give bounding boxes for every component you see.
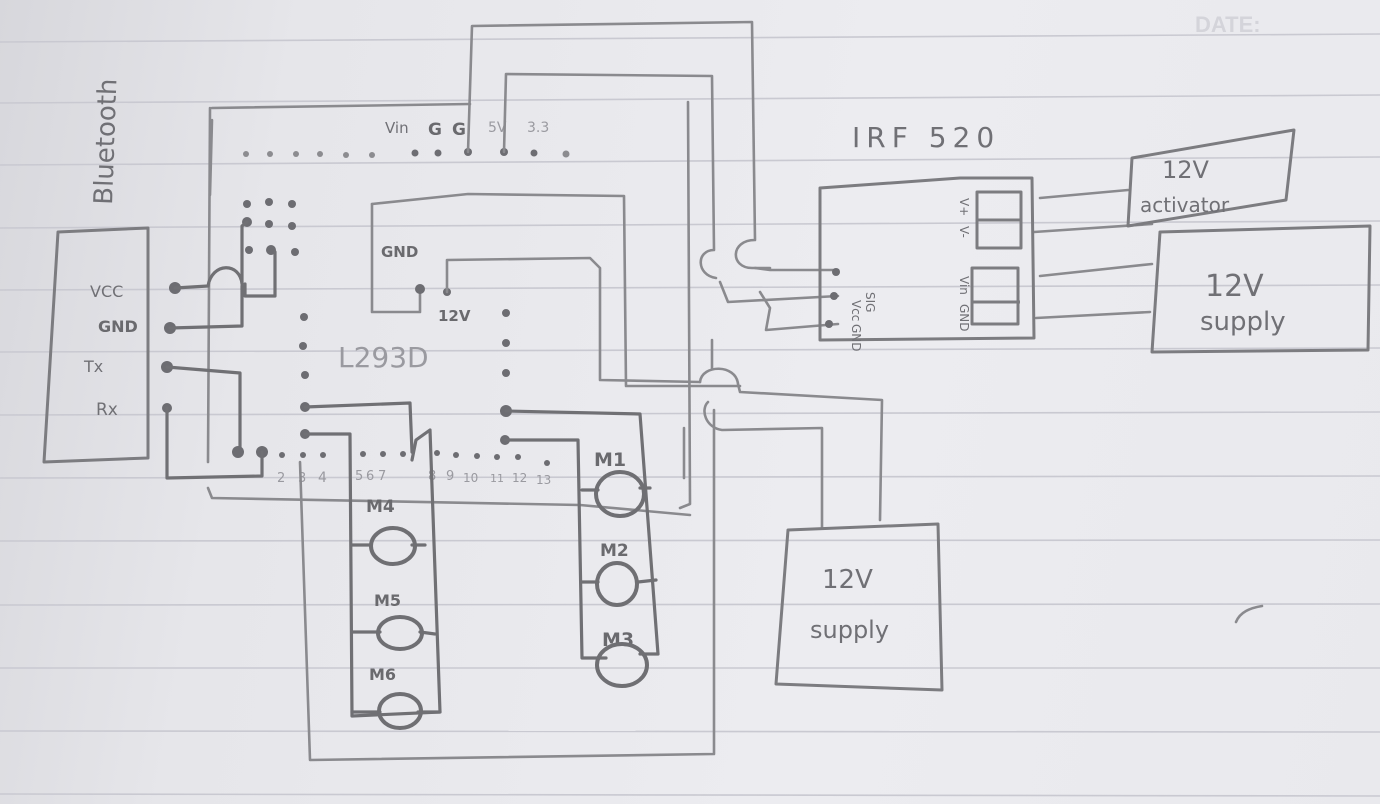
motor-label-m6: M6: [369, 665, 396, 684]
motor-label-m2: M2: [600, 541, 629, 561]
header-label-3v3: 3.3: [527, 120, 549, 136]
motor-label-m1: M1: [594, 449, 626, 471]
bluetooth-pin-tx: Tx: [83, 357, 103, 376]
wiring: [165, 20, 1154, 762]
actuator-box: 12V activator: [1126, 128, 1296, 228]
supply-right-line1: 12V: [1205, 269, 1264, 304]
bluetooth-pin-vcc: VCC: [90, 282, 123, 301]
header-label-vin: Vin: [385, 119, 409, 137]
mosfet-out-vplus: V+: [957, 198, 971, 216]
mosfet-pin-gnd: GND: [849, 324, 863, 352]
motor-m3: [595, 642, 649, 688]
digital-header-dots: [279, 450, 550, 466]
svg-text:13: 13: [536, 473, 551, 487]
header-label-gnd1: G: [428, 120, 442, 140]
svg-text:12: 12: [512, 471, 527, 485]
irf520-module: IRF 520 SIG Vcc GND V+ V- Vin GND: [818, 121, 1036, 352]
bluetooth-pin-rx: Rx: [96, 400, 118, 420]
driver-12v-label: 12V: [438, 307, 471, 325]
mosfet-title: IRF 520: [852, 121, 1000, 154]
supply-box-bottom: 12V supply: [774, 522, 944, 692]
bluetooth-outline: [42, 226, 150, 464]
svg-text:7: 7: [378, 469, 386, 484]
svg-text:4: 4: [318, 470, 327, 486]
driver-gnd-label: GND: [381, 243, 418, 261]
motor-m1: [594, 470, 646, 518]
motor-label-m5: M5: [374, 591, 401, 610]
mosfet-pin-vcc: Vcc: [849, 300, 863, 321]
pen-mark: [1234, 604, 1264, 624]
svg-text:6: 6: [366, 469, 374, 484]
mosfet-pin-sig: SIG: [863, 292, 877, 312]
svg-text:11: 11: [490, 472, 504, 485]
date-watermark: DATE:: [1195, 12, 1261, 37]
digital-pin-labels: 2 3 4 5 6 7 8 9 10 11 12 13: [277, 469, 551, 487]
motors: M4 M5 M6 M1 M2 M3: [366, 449, 649, 730]
svg-text:10: 10: [463, 471, 478, 485]
supply-box-right: 12V supply: [1150, 224, 1372, 354]
l293d-driver: GND 12V L293D: [299, 192, 742, 445]
actuator-line1: 12V: [1162, 156, 1210, 184]
svg-text:5: 5: [355, 469, 363, 484]
actuator-line2: activator: [1140, 193, 1230, 217]
motor-m4: [369, 526, 417, 566]
mosfet-outline: [818, 176, 1036, 342]
mosfet-vin: Vin: [957, 276, 971, 295]
header-label-5v: 5V: [488, 120, 507, 136]
driver-chip-label: L293D: [338, 341, 429, 374]
svg-text:9: 9: [446, 469, 454, 484]
supply-bottom-line1: 12V: [822, 565, 873, 595]
power-header-dots: [243, 148, 570, 158]
mosfet-out-vminus: V-: [957, 226, 971, 238]
supply-bottom-line2: supply: [810, 616, 889, 644]
bluetooth-pin-gnd: GND: [98, 317, 138, 336]
motor-m6: [377, 692, 423, 730]
motor-m2: [595, 561, 639, 607]
motor-label-m4: M4: [366, 497, 395, 517]
mosfet-gnd: GND: [957, 304, 971, 332]
svg-text:3: 3: [298, 471, 306, 486]
bluetooth-module: Bluetooth VCC GND Tx Rx: [42, 78, 181, 464]
svg-text:2: 2: [277, 471, 285, 486]
supply-right-line2: supply: [1200, 307, 1286, 337]
arduino-board: Vin G G 5V 3.3: [206, 102, 692, 517]
bluetooth-title: Bluetooth: [89, 78, 123, 205]
mosfet-power-terminal: [970, 266, 1020, 326]
header-label-gnd2: G: [452, 120, 466, 140]
motor-m5: [376, 615, 424, 651]
